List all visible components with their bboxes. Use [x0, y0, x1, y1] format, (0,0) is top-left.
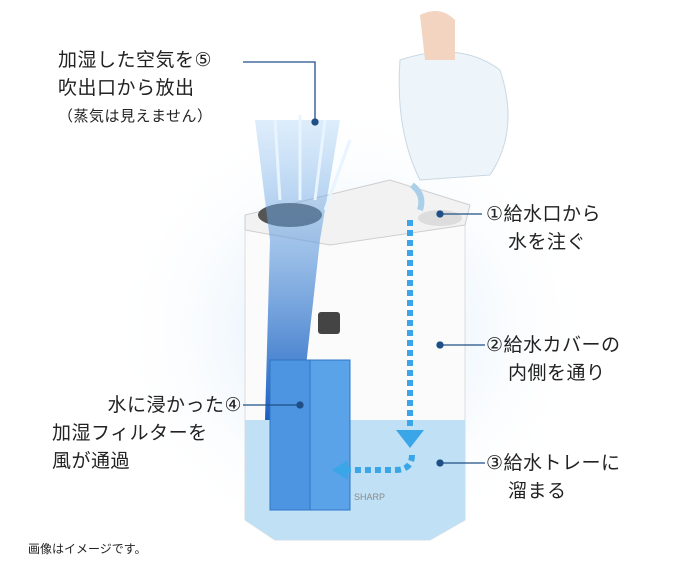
callout-tray: ③給水トレーに 溜まる — [486, 449, 621, 505]
callout-filter: 水に浸かった④ 加湿フィルターを 風が通過 — [52, 391, 242, 475]
callout-text: 内側を通り — [508, 362, 606, 384]
callout-text: ③給水トレーに — [486, 452, 621, 474]
airflow-arrows — [273, 115, 352, 211]
callout-outlet: 加湿した空気を⑤ 吹出口から放出 （蒸気は見えません） — [58, 46, 213, 130]
callout-inlet: ①給水口から 水を注ぐ — [486, 200, 601, 256]
image-disclaimer: 画像はイメージです。 — [28, 542, 147, 556]
hand — [420, 11, 455, 60]
water-path-arrow — [332, 220, 424, 480]
water-pitcher — [398, 11, 509, 211]
humidifying-filter — [269, 359, 351, 511]
callout-text: 加湿した空気を⑤ — [58, 49, 213, 71]
callout-cover: ②給水カバーの 内側を通り — [486, 331, 621, 387]
callout-text: 加湿フィルターを — [52, 422, 208, 444]
callout-note: （蒸気は見えません） — [58, 107, 213, 125]
callout-text: ②給水カバーの — [486, 334, 621, 356]
callout-text: 吹出口から放出 — [58, 77, 195, 99]
airflow-column — [255, 120, 340, 420]
brand-logo-text: SHARP — [354, 492, 385, 502]
callout-text: 溜まる — [508, 480, 567, 502]
callout-text: 水に浸かった④ — [107, 394, 242, 416]
plasmacluster-logo — [318, 312, 340, 334]
callout-text: 風が通過 — [52, 450, 131, 472]
leader-lines — [243, 61, 485, 467]
callout-text: ①給水口から — [486, 203, 602, 225]
callout-text: 水を注ぐ — [508, 231, 587, 253]
